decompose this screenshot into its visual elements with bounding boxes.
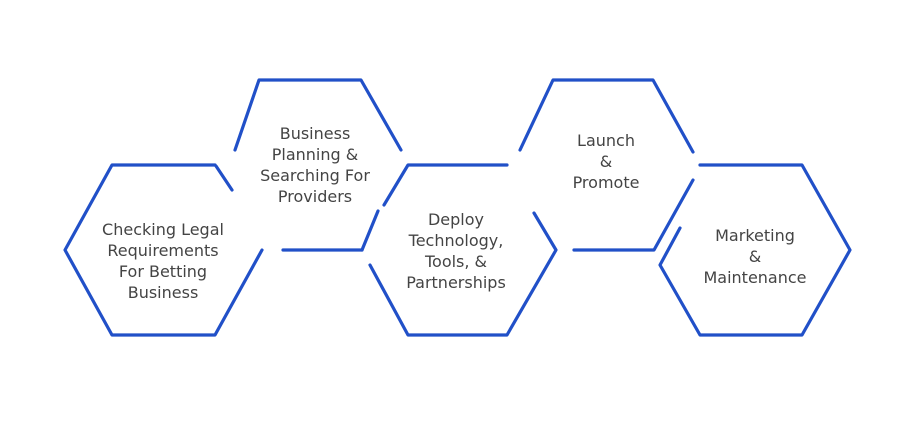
step-label-deploy: Deploy Technology, Tools, & Partnerships	[406, 210, 506, 292]
step-label-planning: Business Planning & Searching For Provid…	[260, 124, 370, 206]
hexagon-planning	[233, 78, 403, 252]
step-label-marketing: Marketing & Maintenance	[703, 226, 807, 287]
step-label-legal: Checking Legal Requirements For Betting …	[102, 220, 224, 302]
step-label-launch: Launch & Promote	[572, 131, 640, 192]
hexagon-launch	[518, 78, 695, 252]
hexagon-legal	[63, 163, 264, 337]
hexagon-deploy	[368, 163, 558, 337]
hexagon-marketing	[658, 163, 852, 337]
